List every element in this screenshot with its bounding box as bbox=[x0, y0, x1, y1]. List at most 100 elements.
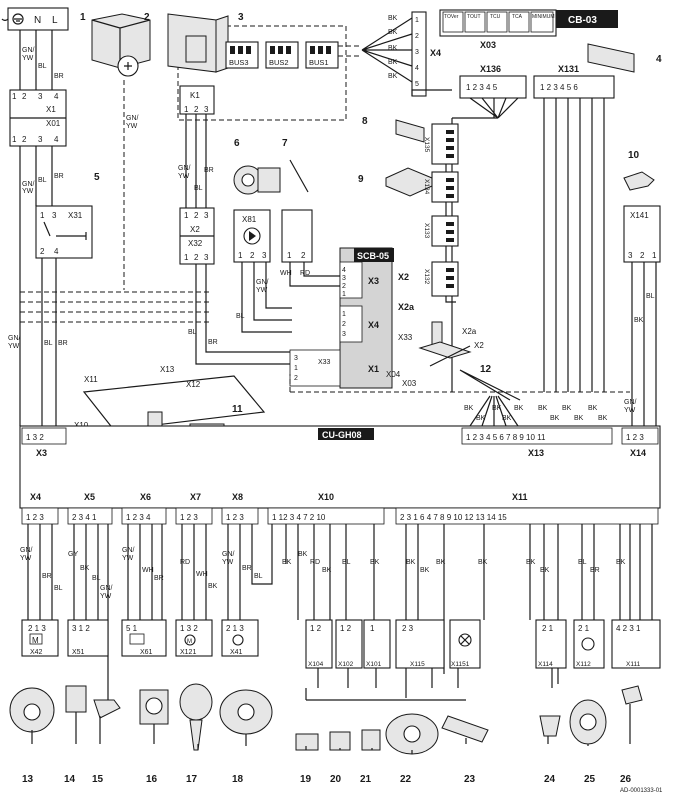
svg-text:4: 4 bbox=[54, 92, 59, 101]
svg-text:X32: X32 bbox=[188, 239, 203, 248]
svg-text:1 3 2: 1 3 2 bbox=[26, 433, 44, 442]
svg-text:2: 2 bbox=[294, 375, 298, 382]
svg-text:BK: BK bbox=[562, 405, 572, 412]
svg-text:BK: BK bbox=[538, 405, 548, 412]
cu-label: CU-GH08 bbox=[322, 430, 362, 440]
svg-text:3: 3 bbox=[628, 251, 633, 260]
svg-text:X13: X13 bbox=[528, 448, 544, 458]
svg-text:X42: X42 bbox=[30, 649, 43, 656]
svg-text:2: 2 bbox=[640, 251, 645, 260]
svg-text:2: 2 bbox=[40, 247, 45, 256]
svg-text:BR: BR bbox=[58, 340, 68, 347]
callout: 21 bbox=[360, 774, 372, 785]
svg-text:X12: X12 bbox=[186, 380, 201, 389]
scb-label: SCB-05 bbox=[357, 251, 389, 261]
svg-text:YW: YW bbox=[100, 593, 112, 600]
svg-text:BUS3: BUS3 bbox=[229, 58, 249, 67]
svg-text:X133: X133 bbox=[423, 223, 430, 239]
svg-text:YW: YW bbox=[122, 555, 134, 562]
callout: 14 bbox=[64, 774, 76, 785]
svg-text:BL: BL bbox=[44, 340, 53, 347]
svg-text:X132: X132 bbox=[423, 269, 430, 285]
svg-text:X61: X61 bbox=[140, 649, 153, 656]
svg-text:1 2 3: 1 2 3 bbox=[180, 513, 198, 522]
svg-text:BK: BK bbox=[388, 15, 398, 22]
svg-text:YW: YW bbox=[126, 123, 138, 130]
svg-text:1 2 3 4 5: 1 2 3 4 5 bbox=[466, 83, 498, 92]
svg-text:X2: X2 bbox=[474, 341, 484, 350]
callout: 3 bbox=[238, 12, 244, 23]
svg-text:GN/: GN/ bbox=[8, 335, 21, 342]
svg-text:1 3 2: 1 3 2 bbox=[180, 624, 198, 633]
svg-text:1 2 3 4 5 6: 1 2 3 4 5 6 bbox=[540, 83, 578, 92]
component-illustrations bbox=[9, 683, 643, 755]
svg-text:BL: BL bbox=[54, 585, 63, 592]
svg-text:BK: BK bbox=[502, 415, 512, 422]
svg-text:2: 2 bbox=[342, 321, 346, 328]
svg-text:GN/: GN/ bbox=[256, 279, 269, 286]
scb-connector-stack: X135 X134 X133 X132 bbox=[423, 123, 459, 297]
svg-text:2: 2 bbox=[250, 251, 255, 260]
svg-text:WH: WH bbox=[142, 567, 154, 574]
svg-text:1: 1 bbox=[294, 365, 298, 372]
svg-text:2: 2 bbox=[301, 251, 306, 260]
svg-text:X104: X104 bbox=[308, 661, 324, 668]
svg-text:X2a: X2a bbox=[462, 327, 477, 336]
svg-text:3: 3 bbox=[342, 275, 346, 282]
svg-text:X135: X135 bbox=[423, 137, 430, 153]
svg-text:K1: K1 bbox=[190, 91, 200, 100]
device-x42: 2 1 3 M X42 bbox=[21, 619, 59, 657]
component-3 bbox=[167, 13, 229, 73]
callout: 24 bbox=[544, 774, 556, 785]
svg-text:TCU: TCU bbox=[490, 14, 501, 20]
svg-text:M: M bbox=[32, 636, 39, 645]
svg-text:BL: BL bbox=[578, 559, 587, 566]
connector-sensor-7 bbox=[281, 209, 313, 263]
svg-text:BK: BK bbox=[478, 559, 488, 566]
svg-text:2 3 1 6 4: 2 3 1 6 4 7 8 9 10 12 13 14 15 bbox=[400, 513, 507, 522]
svg-text:X115: X115 bbox=[410, 661, 425, 668]
svg-text:X03: X03 bbox=[402, 379, 417, 388]
svg-text:BK: BK bbox=[598, 415, 608, 422]
svg-text:4: 4 bbox=[415, 65, 419, 72]
svg-text:BL: BL bbox=[92, 575, 101, 582]
device-x41: 2 1 3 X41 bbox=[221, 619, 259, 657]
svg-text:YW: YW bbox=[624, 407, 636, 414]
svg-text:3: 3 bbox=[204, 105, 209, 114]
callout: 17 bbox=[186, 774, 198, 785]
svg-text:GN/: GN/ bbox=[100, 585, 113, 592]
svg-text:BR: BR bbox=[154, 575, 164, 582]
svg-text:X2a: X2a bbox=[398, 302, 415, 312]
svg-text:BK: BK bbox=[464, 405, 474, 412]
svg-text:BUS1: BUS1 bbox=[309, 58, 329, 67]
callout: 5 bbox=[94, 172, 100, 183]
callout: 7 bbox=[282, 138, 288, 149]
bus-connectors: BUS3 BUS2 BUS1 bbox=[225, 41, 339, 69]
callout: 16 bbox=[146, 774, 158, 785]
svg-text:2: 2 bbox=[22, 92, 27, 101]
svg-text:BL: BL bbox=[188, 329, 197, 336]
svg-text:YW: YW bbox=[222, 559, 234, 566]
svg-text:X33: X33 bbox=[398, 333, 413, 342]
svg-text:2 3 4 1: 2 3 4 1 bbox=[72, 513, 97, 522]
svg-text:X7: X7 bbox=[190, 492, 201, 502]
svg-text:4: 4 bbox=[54, 247, 59, 256]
svg-text:2: 2 bbox=[194, 105, 199, 114]
svg-text:X121: X121 bbox=[180, 649, 196, 656]
svg-text:3: 3 bbox=[294, 355, 298, 362]
svg-text:2: 2 bbox=[415, 33, 419, 40]
wire-label: BR bbox=[54, 73, 64, 80]
svg-text:BK: BK bbox=[634, 317, 644, 324]
svg-text:BK: BK bbox=[492, 405, 502, 412]
svg-text:1: 1 bbox=[184, 253, 189, 262]
svg-text:BK: BK bbox=[208, 583, 218, 590]
callout: 1 bbox=[80, 12, 86, 23]
svg-text:GN/: GN/ bbox=[222, 551, 235, 558]
svg-text:X134: X134 bbox=[423, 179, 430, 195]
callout: 23 bbox=[464, 774, 476, 785]
component-8 bbox=[395, 119, 425, 143]
svg-text:X11: X11 bbox=[84, 375, 98, 384]
